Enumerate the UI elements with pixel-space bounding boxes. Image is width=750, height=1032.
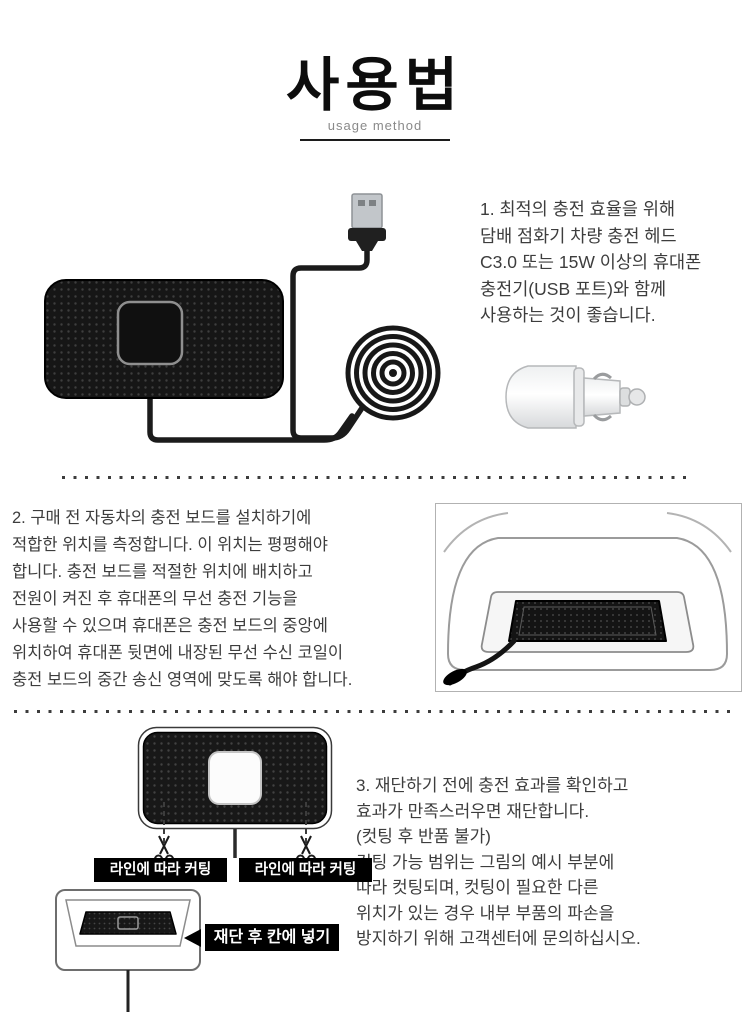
inserted-pad-icon bbox=[79, 911, 177, 935]
usb-cable-path bbox=[290, 245, 370, 441]
dotted-separator-bottom bbox=[14, 710, 736, 713]
insert-after-cut-label: 재단 후 칸에 넣기 bbox=[205, 924, 339, 951]
page-subtitle: usage method bbox=[327, 118, 423, 133]
title-underline bbox=[300, 139, 450, 141]
car-charger-icon bbox=[505, 365, 646, 429]
installed-pad-icon bbox=[508, 600, 667, 642]
page-title: 사용법 bbox=[285, 53, 465, 118]
slot-opening bbox=[65, 899, 191, 947]
front-pad-icon bbox=[137, 726, 333, 830]
cable-plug bbox=[443, 668, 467, 686]
cutting-guide-drawing bbox=[137, 726, 333, 864]
car-console-illustration bbox=[435, 503, 742, 692]
charging-pad-icon bbox=[44, 279, 284, 399]
step2-text: 2. 구매 전 자동차의 충전 보드를 설치하기에 적합한 위치를 측정합니다.… bbox=[12, 509, 353, 689]
step1-text: 1. 최적의 충전 효율을 위해 담배 점화기 차량 충전 헤드 C3.0 또는… bbox=[480, 199, 702, 325]
car-charger-illustration bbox=[498, 352, 653, 447]
pad-cable-path bbox=[147, 385, 355, 443]
cut-line-label-right: 라인에 따라 커팅 bbox=[239, 858, 372, 882]
cut-line-label-left: 라인에 따라 커팅 bbox=[94, 858, 227, 882]
usb-plug-icon bbox=[348, 193, 386, 251]
left-arrow-icon bbox=[184, 929, 201, 947]
step3-text: 3. 재단하기 전에 충전 효과를 확인하고 효과가 만족스러우면 재단합니다.… bbox=[356, 776, 641, 948]
cable-coil-icon bbox=[345, 325, 441, 421]
cutting-guide-illustration bbox=[137, 726, 337, 874]
charging-pad-cable-drawing bbox=[44, 193, 441, 443]
dotted-separator-top bbox=[62, 476, 688, 479]
car-console-drawing bbox=[443, 512, 732, 686]
slot-insert-illustration bbox=[52, 886, 207, 1016]
charging-pad-cable-illustration bbox=[30, 188, 470, 478]
slot-insert-drawing bbox=[55, 889, 201, 1012]
